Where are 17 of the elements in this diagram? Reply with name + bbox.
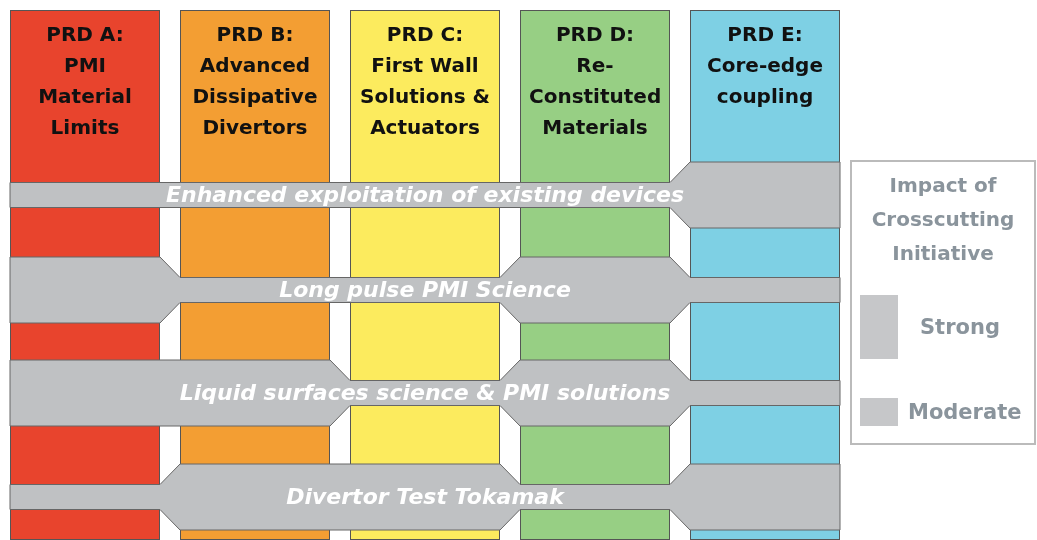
column-title: First Wall Solutions & Actuators [359,52,491,141]
column-heading: PRD C: [385,21,465,48]
column-title: PMI Material Limits [37,52,133,141]
band-label: Enhanced exploitation of existing devices [166,182,684,207]
column-title: Re-Constituted Materials [529,52,661,141]
legend-title: Impact of Crosscutting Initiative [870,172,1016,267]
column-heading: PRD D: [554,21,636,48]
column-heading: PRD A: [45,21,125,48]
band-label: Liquid surfaces science & PMI solutions [179,380,671,405]
column-title: Advanced Dissipative Divertors [191,52,319,141]
column-heading: PRD B: [215,21,295,48]
column-title: Core-edge coupling [706,52,824,110]
legend-text: Strong [920,314,1000,340]
band-label: Long pulse PMI Science [279,277,571,302]
band-label: Divertor Test Tokamak [286,484,564,509]
column-heading: PRD E: [726,21,804,48]
legend-text: Moderate [908,399,1022,425]
